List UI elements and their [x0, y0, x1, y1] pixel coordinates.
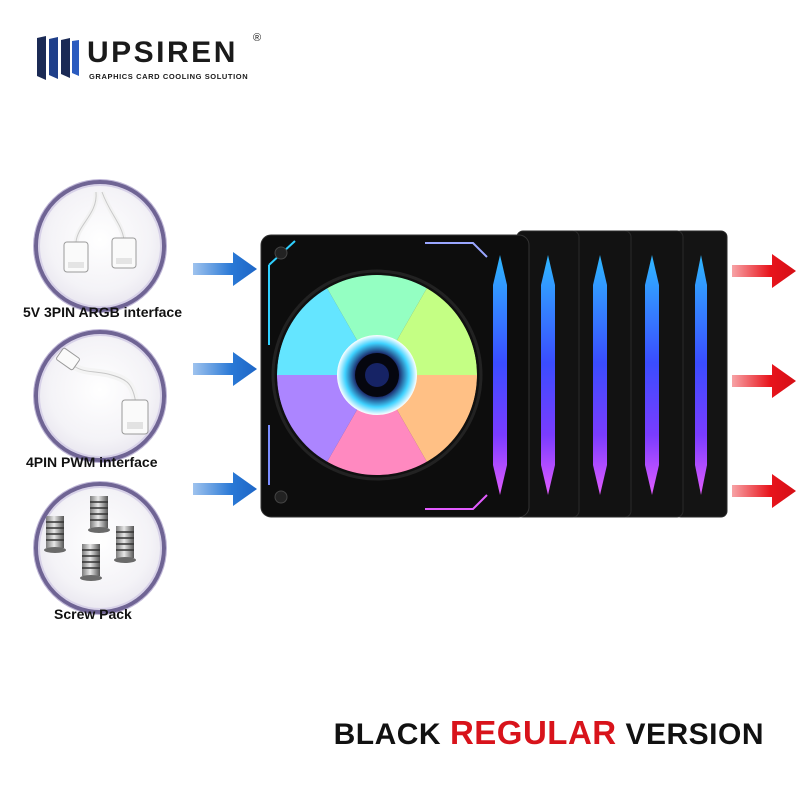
argb-interface-label: 5V 3PIN ARGB interface: [23, 304, 182, 320]
registered-mark: ®: [253, 32, 262, 44]
airflow-out-arrow-icon: [732, 364, 796, 398]
airflow-out-arrow-icon: [732, 474, 796, 508]
version-title-regular: REGULAR: [449, 714, 617, 751]
argb-cable-icon: [63, 191, 137, 273]
rgb-fan-stack: [260, 230, 728, 518]
pwm-cable-thumbnail: [34, 330, 166, 462]
version-title-version: VERSION: [625, 718, 764, 751]
argb-cable-thumbnail: [34, 180, 166, 312]
pwm-cable-icon: [56, 347, 149, 435]
rgb-fan-icon: [674, 230, 728, 518]
rgb-fan-icon: [620, 230, 684, 518]
screw-pack-label: Screw Pack: [54, 606, 132, 622]
rgb-fan-icon: [568, 230, 632, 518]
rgb-fan-icon: [516, 230, 580, 518]
screw-pack-thumbnail: [34, 482, 166, 614]
rgb-fan-icon: [260, 234, 530, 518]
airflow-in-arrow-icon: [193, 472, 257, 506]
brand-name: UPSIREN: [87, 36, 238, 69]
airflow-in-arrow-icon: [193, 252, 257, 286]
airflow-in-arrow-icon: [193, 352, 257, 386]
version-title-black: BLACK: [333, 718, 442, 751]
pwm-interface-label: 4PIN PWM interface: [26, 454, 158, 470]
upsiren-logo-mark-icon: [37, 36, 79, 80]
brand-tagline: GRAPHICS CARD COOLING SOLUTION: [89, 72, 249, 81]
screw-pack-icon: [44, 496, 136, 581]
version-title: BLACK REGULAR VERSION: [334, 714, 764, 752]
brand-logo: UPSIREN ® GRAPHICS CARD COOLING SOLUTION: [37, 28, 277, 88]
airflow-out-arrow-icon: [732, 254, 796, 288]
